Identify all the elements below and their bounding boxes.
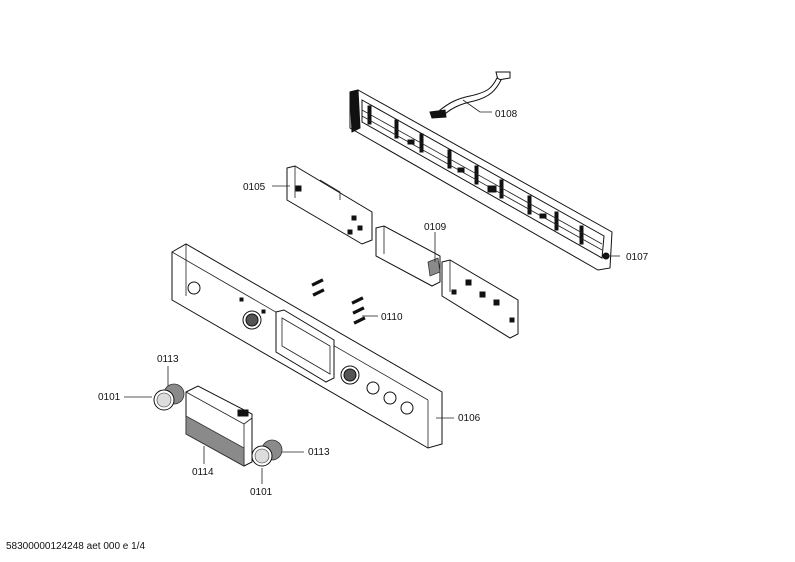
display-module-part [185,385,253,467]
circuit-board-lower-part [441,259,519,339]
circuit-board-upper-part [286,165,373,245]
part-labels: 0108 0105 0109 0107 0110 0113 0101 0106 … [98,109,649,498]
label-0101-left: 0101 [98,392,121,403]
label-0108: 0108 [495,109,518,120]
label-0105: 0105 [243,182,266,193]
label-0110: 0110 [381,312,403,323]
knob-right-part [251,439,283,467]
label-0101-right: 0101 [250,487,273,498]
screws-part [311,278,366,325]
label-0114: 0114 [192,467,214,478]
rear-frame-part [349,89,613,271]
front-panel-part [171,243,443,449]
label-0107: 0107 [626,252,649,263]
leader-lines [124,99,620,484]
ribbon-cable-part [429,71,511,119]
label-0106: 0106 [458,413,481,424]
label-0109: 0109 [424,222,447,233]
small-board-part [375,225,441,287]
knob-left-part [153,383,185,411]
label-0113-left: 0113 [157,354,179,365]
document-footer-code: 58300000124248 aet 000 e 1/4 [6,541,146,552]
label-0113-right: 0113 [308,447,330,458]
